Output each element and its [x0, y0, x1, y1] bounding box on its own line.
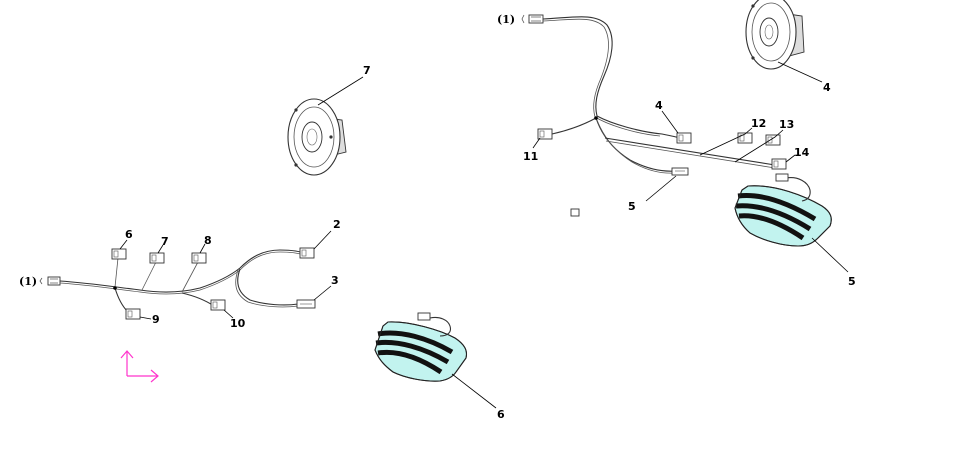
right-callout-4: 4: [655, 99, 663, 112]
right-callout-13: 13: [779, 118, 794, 131]
left-callout-10: 10: [230, 317, 246, 330]
left-callout-3: 3: [331, 274, 339, 287]
axis-indicator: [120, 350, 159, 383]
right-callout-12: 12: [751, 117, 766, 130]
left-callout-7: 7: [161, 235, 169, 248]
left-callout-9: 9: [152, 313, 160, 326]
harness-left: (1): [19, 247, 316, 320]
right-callout-14: 14: [794, 146, 810, 159]
speaker-right-label: 4: [823, 81, 831, 94]
right-callout-11: 11: [523, 150, 538, 163]
left-callout-2: 2: [333, 218, 341, 231]
light-left: [374, 312, 468, 382]
speaker-right: [745, 0, 805, 70]
left-callout-6: 6: [125, 228, 133, 241]
light-right-label: 5: [848, 275, 856, 288]
left-callout-8: 8: [204, 234, 212, 247]
speaker-left: [287, 98, 347, 176]
harness-left-plug-ref: (1): [19, 275, 37, 288]
light-right: [734, 173, 832, 247]
right-callout-5: 5: [628, 200, 636, 213]
light-left-label: 6: [497, 408, 505, 421]
harness-right: (1): [497, 13, 787, 217]
harness-right-plug-ref: (1): [497, 13, 515, 26]
speaker-left-label: 7: [363, 64, 371, 77]
